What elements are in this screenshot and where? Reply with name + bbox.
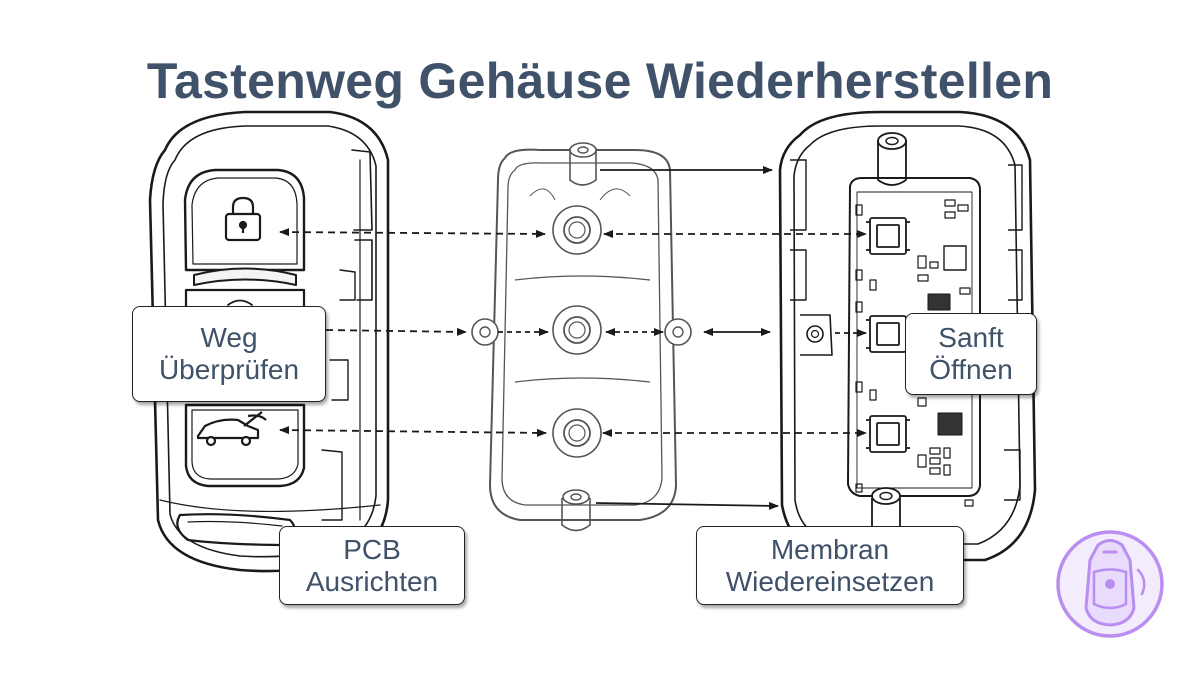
- lock-icon: [224, 196, 262, 242]
- rubber-membrane-icon: [471, 142, 692, 532]
- callout-open-gently-line-2: Öffnen: [929, 354, 1013, 385]
- arrow-trunk-to-membrane: [279, 426, 547, 437]
- callout-align-pcb-line-1: PCB: [343, 533, 401, 565]
- arrow-bottom-post: [595, 501, 779, 510]
- callout-align-pcb-line-2: Ausrichten: [305, 565, 439, 597]
- alignment-arrows: [279, 166, 867, 510]
- callout-reinsert-membrane: Membran Wiedereinsetzen: [696, 526, 964, 605]
- callout-check-travel: Weg Überprüfen: [132, 306, 326, 402]
- key-fob-badge-icon: [1056, 530, 1164, 638]
- callout-reinsert-membrane-line-1: Membran: [770, 533, 890, 565]
- car-trunk-icon: [196, 411, 267, 447]
- callout-open-gently-line-1: Sanft: [938, 322, 1004, 353]
- callout-check-travel-line-1: Weg: [200, 322, 258, 353]
- callout-reinsert-membrane-line-2: Wiedereinsetzen: [725, 565, 935, 597]
- page-title: Tastenweg Gehäuse Wiederherstellen: [146, 53, 1054, 109]
- callout-align-pcb: PCB Ausrichten: [279, 526, 465, 605]
- callout-check-travel-line-2: Überprüfen: [158, 354, 300, 385]
- callout-open-gently: Sanft Öffnen: [905, 313, 1037, 395]
- arrow-lock-to-membrane: [279, 228, 546, 238]
